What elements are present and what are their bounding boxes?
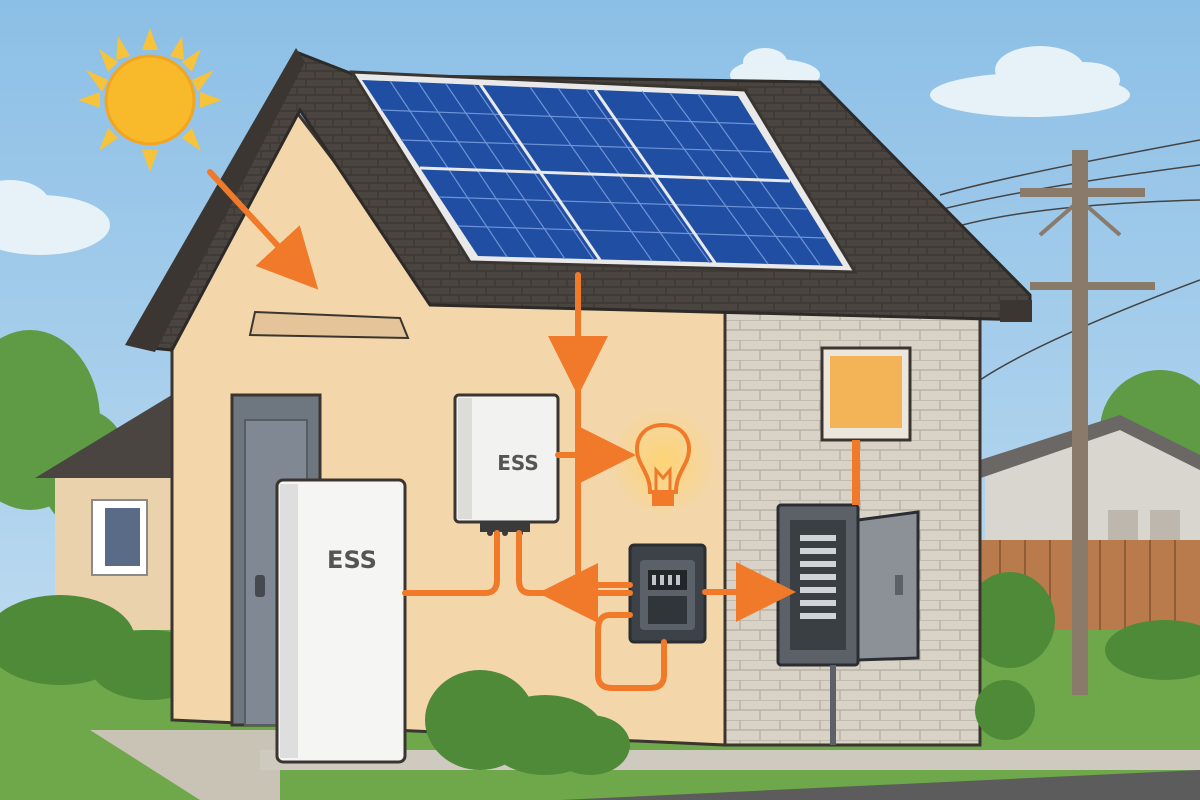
light-bulb-icon	[608, 407, 718, 517]
shrub-corner	[975, 680, 1035, 740]
cloud-left	[0, 180, 110, 255]
house-window	[820, 346, 912, 442]
meter-loop-line	[595, 612, 667, 691]
floor-ess-battery: ESS	[275, 478, 407, 764]
energy-flow-arrows	[207, 169, 796, 691]
ess-return-line	[516, 530, 563, 596]
battery-to-ess-line	[402, 530, 500, 596]
window-conduit	[852, 440, 860, 505]
roof-front-edge	[125, 48, 305, 352]
wall-ess-label: ESS	[497, 451, 539, 475]
solar-panel	[349, 70, 858, 274]
sunlight-arrow	[207, 169, 319, 290]
walkway	[90, 730, 280, 800]
breaker-panel	[776, 503, 920, 745]
road	[560, 770, 1200, 800]
energy-meter	[628, 543, 707, 644]
sun-icon	[78, 28, 222, 172]
neighbor-house-right	[975, 415, 1200, 560]
door-awning	[248, 310, 410, 340]
shrub-right	[965, 572, 1200, 680]
cloud-right	[930, 46, 1130, 117]
gutter	[1000, 300, 1032, 322]
wall-ess-unit: ESS	[453, 393, 560, 536]
shrub-front	[425, 670, 630, 775]
floor-ess-label: ESS	[327, 546, 377, 574]
